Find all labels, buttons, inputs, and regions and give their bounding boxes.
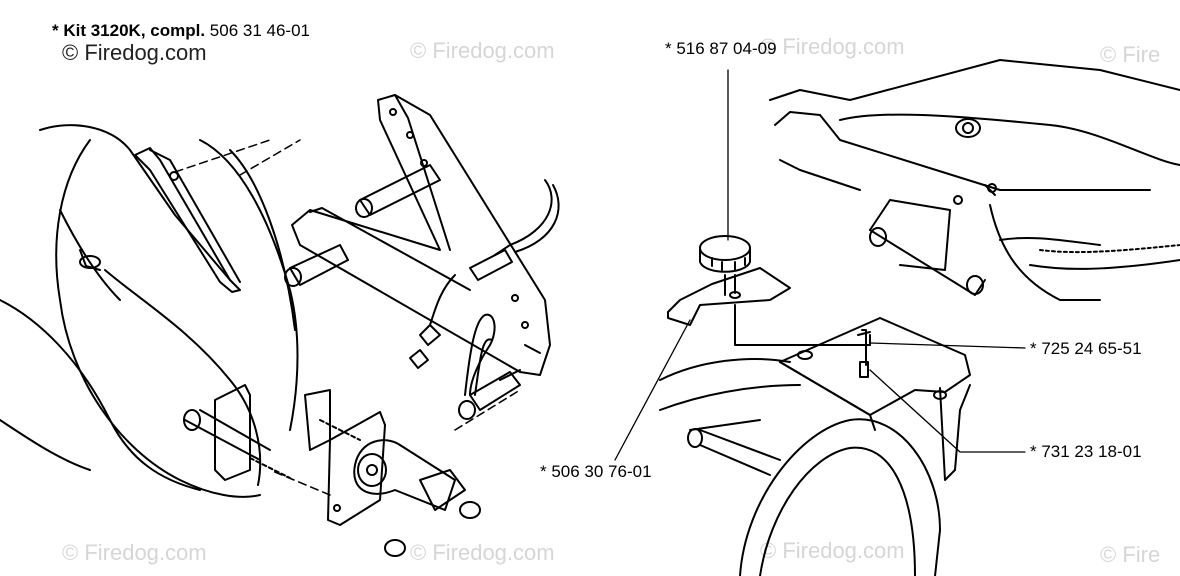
watermark: © Firedog.com <box>410 540 555 565</box>
kit-number: 506 31 46-01 <box>209 21 310 40</box>
watermark: © Firedog.com <box>410 38 555 63</box>
pivot-pins <box>284 164 521 420</box>
watermark: © Firedog.com <box>62 40 207 65</box>
mounting-bracket <box>291 94 551 376</box>
locking-knob <box>699 235 751 296</box>
watermark: © Fire <box>1100 542 1161 567</box>
clamp-bolts <box>183 384 361 481</box>
part-label-bracket: * 506 30 76-01 <box>540 462 652 481</box>
watermark: © Firedog.com <box>760 34 905 59</box>
mower-body <box>769 59 1180 301</box>
rear-wheel <box>687 418 941 576</box>
part-label-knob: * 516 87 04-09 <box>665 39 777 58</box>
watermark: © Firedog.com <box>62 540 207 565</box>
mower-deck-edge <box>659 358 801 431</box>
hairpin-clip <box>464 313 496 396</box>
support-plate <box>779 317 971 481</box>
locking-bracket <box>667 267 871 346</box>
part-label-screw: * 725 24 65-51 <box>1030 339 1142 358</box>
watermark: © Firedog.com <box>760 538 905 563</box>
kit-name: * Kit 3120K, compl. <box>52 21 206 40</box>
leader-lines <box>614 69 1026 461</box>
part-label-plate: * 731 23 18-01 <box>1030 442 1142 461</box>
fender-housing <box>0 124 299 498</box>
height-lever-strip <box>134 147 241 293</box>
coupling-block <box>269 389 521 557</box>
watermark: © Fire <box>1100 42 1161 67</box>
control-cable <box>409 179 560 369</box>
kit-title: * Kit 3120K, compl. 506 31 46-01 <box>52 22 310 39</box>
